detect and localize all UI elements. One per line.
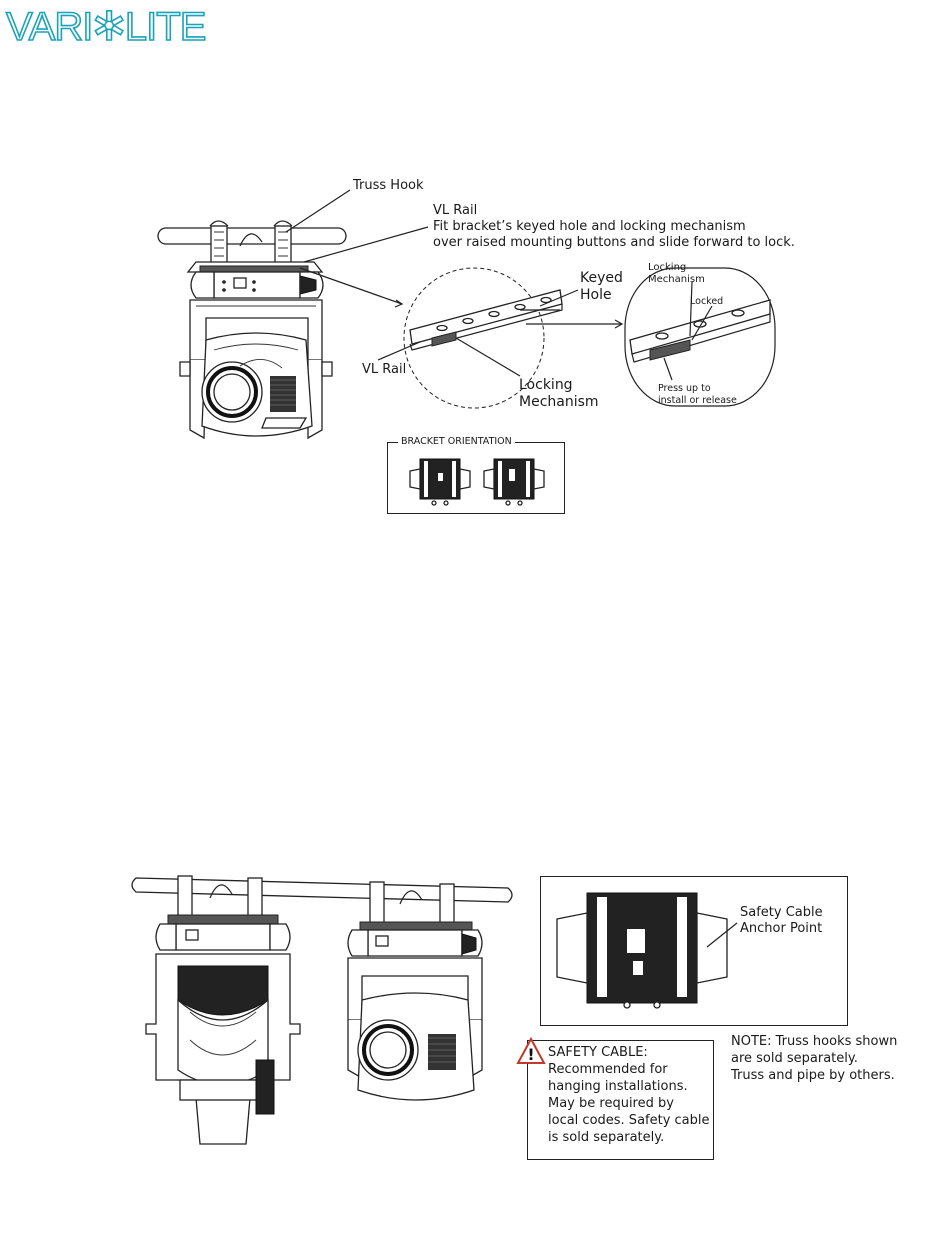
safety-cable-line-2: hanging installations.	[548, 1079, 688, 1094]
long-truss-pipe	[131, 877, 513, 903]
anchor-point-drawing	[556, 892, 738, 1009]
label-keyed-hole-1: Keyed	[580, 270, 623, 286]
bracket-top-view-2	[483, 458, 545, 506]
label-locking-mechanism-1: Locking	[519, 377, 573, 393]
label-vl-rail-desc-2: over raised mounting buttons and slide f…	[433, 235, 795, 250]
detail-label-locking-2: Mechanism	[648, 274, 705, 285]
safety-cable-line-1: Recommended for	[548, 1062, 668, 1077]
note-line-3: Truss and pipe by others.	[731, 1068, 895, 1083]
safety-cable-line-5: is sold separately.	[548, 1130, 665, 1145]
safety-loop	[239, 233, 263, 247]
safety-cable-warning-box: ! SAFETY CABLE: Recommended for hanging …	[516, 1036, 714, 1160]
detail-label-locked: Locked	[690, 296, 724, 307]
truss-clamp-right	[273, 220, 293, 269]
bracket-orientation-title: BRACKET ORIENTATION	[398, 436, 515, 448]
safety-cable-title: SAFETY CABLE:	[548, 1045, 648, 1060]
vari-lite-logo-mark: VARI✲LITE	[5, 4, 207, 50]
detail-label-press-up-2: install or release	[658, 395, 737, 406]
label-vl-rail: VL Rail	[362, 362, 407, 377]
vari-lite-logo: VARI✲LITE	[5, 4, 207, 50]
warning-triangle-icon: !	[516, 1036, 546, 1064]
label-vl-rail-desc-1: Fit bracket’s keyed hole and locking mec…	[433, 219, 746, 234]
detail-label-locking-1: Locking	[648, 262, 687, 273]
label-safety-cable-2: Anchor Point	[740, 921, 823, 936]
safety-cable-line-4: local codes. Safety cable	[548, 1113, 710, 1128]
label-vl-rail-title: VL Rail	[433, 203, 478, 218]
svg-text:!: !	[527, 1045, 534, 1064]
bracket-orientation-drawings	[409, 458, 545, 506]
note-line-2: are sold separately.	[731, 1051, 858, 1066]
bracket-orientation-box: BRACKET ORIENTATION	[387, 436, 565, 514]
label-keyed-hole-2: Hole	[580, 287, 612, 303]
label-safety-cable-1: Safety Cable	[740, 905, 823, 920]
safety-cable-line-3: May be required by	[548, 1096, 674, 1111]
anchor-point-box: Safety Cable Anchor Point	[540, 876, 848, 1026]
note-line-1: NOTE: Truss hooks shown	[731, 1034, 898, 1049]
detail-zoom-frame	[624, 267, 776, 407]
label-locking-mechanism-2: Mechanism	[519, 394, 599, 410]
bracket-top-view-1	[409, 458, 471, 506]
label-truss-hook: Truss Hook	[353, 178, 424, 193]
detail-label-press-up-1: Press up to	[658, 383, 711, 394]
truss-pipe	[157, 227, 347, 245]
zoom-circle	[403, 267, 545, 409]
logo-text: VARI✲LITE	[6, 5, 205, 49]
